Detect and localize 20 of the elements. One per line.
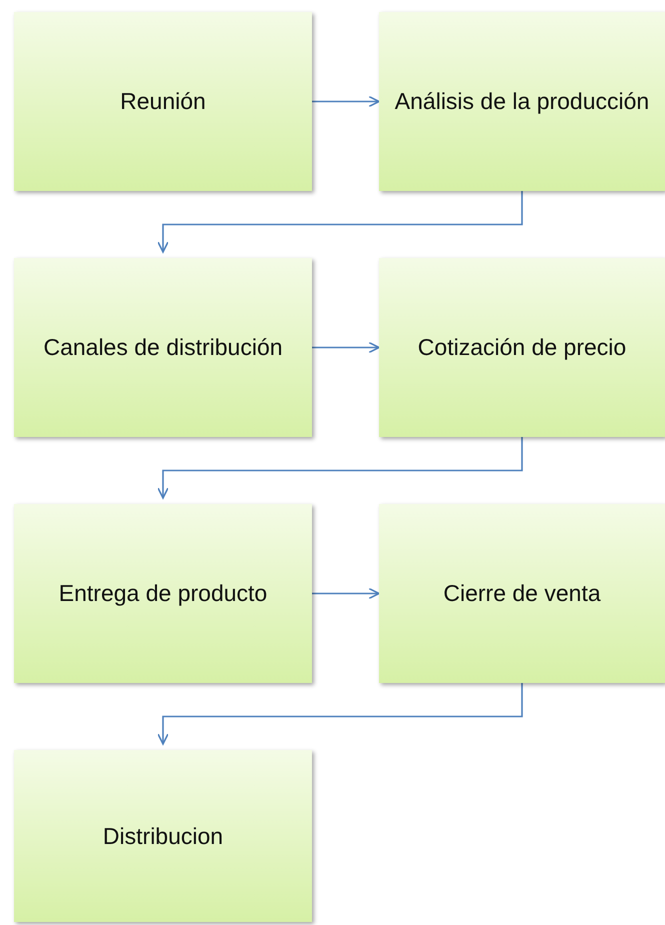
process-box xyxy=(379,504,665,683)
arrow xyxy=(157,437,523,499)
process-box xyxy=(379,12,665,191)
process-box xyxy=(14,258,312,437)
process-box xyxy=(379,258,665,437)
arrow xyxy=(312,96,380,108)
box-label: Reunión xyxy=(120,87,206,116)
arrow xyxy=(312,588,380,600)
arrow xyxy=(157,191,523,253)
box-label: Análisis de la producción xyxy=(394,87,650,116)
box-label: Entrega de producto xyxy=(58,579,268,608)
box-label: Cierre de venta xyxy=(443,579,601,608)
box-label: Canales de distribución xyxy=(43,333,283,362)
arrow xyxy=(157,683,523,745)
process-box xyxy=(14,12,312,191)
box-label: Distribucion xyxy=(102,822,224,851)
box-label: Cotización de precio xyxy=(418,333,626,362)
process-box xyxy=(14,750,312,922)
process-box xyxy=(14,504,312,683)
arrow xyxy=(312,342,380,354)
